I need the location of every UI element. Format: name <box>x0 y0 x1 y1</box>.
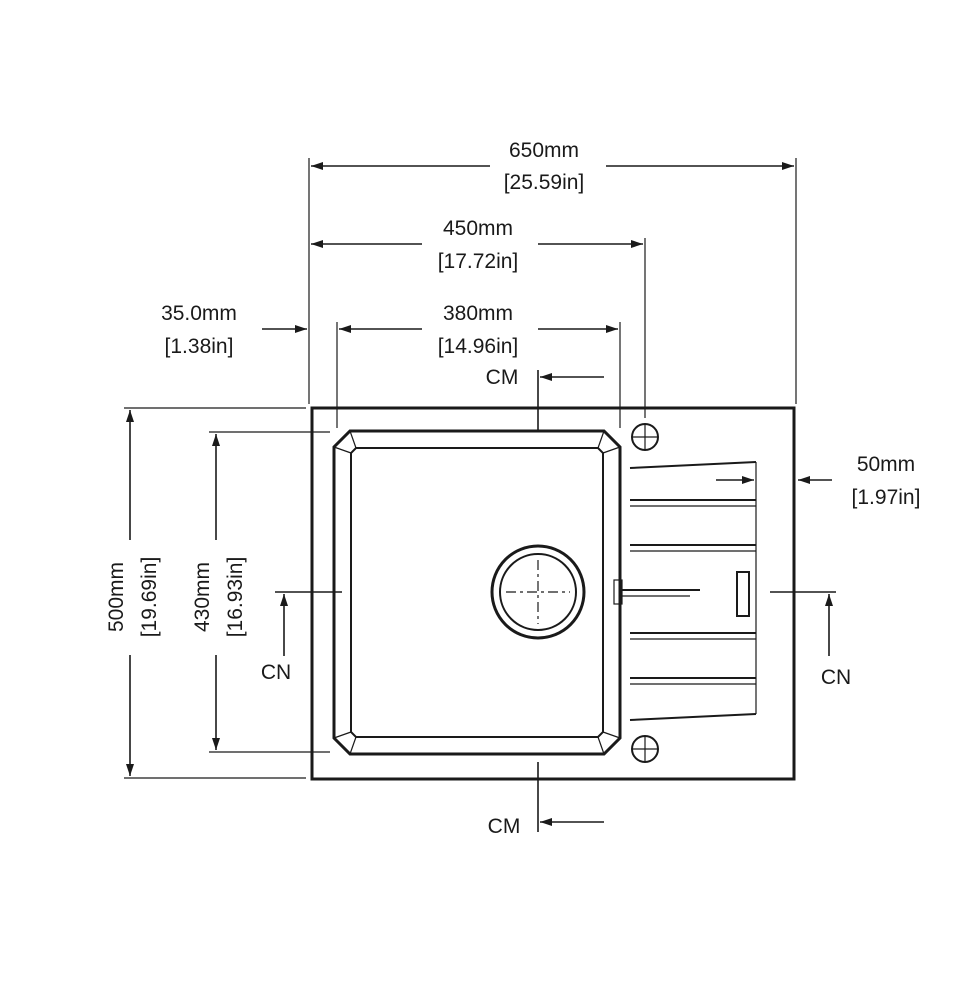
centre-marker-bottom: CM <box>488 762 604 838</box>
tap-hole-bottom-icon <box>631 735 659 763</box>
bowl-outer-edge <box>332 429 622 756</box>
drainer-offset-in: [1.97in] <box>852 486 921 509</box>
bowl-width-mm: 380mm <box>443 302 513 325</box>
dim-bowl-depth: 430mm [16.93in] <box>191 434 247 750</box>
dim-edge-offset: 35.0mm [1.38in] <box>161 302 307 358</box>
drainer-grooves <box>613 461 757 721</box>
bowl-corner-lines <box>333 430 621 755</box>
centre-marker-bottom-label: CM <box>488 815 521 838</box>
edge-offset-mm: 35.0mm <box>161 302 237 325</box>
width-to-drainer-mm: 450mm <box>443 217 513 240</box>
dim-overall-width: 650mm [25.59in] <box>311 139 794 194</box>
centre-marker-left-label: CN <box>261 661 291 684</box>
bowl-inner-edge <box>350 447 604 738</box>
sink-outer-rim <box>310 406 796 781</box>
drain-icon <box>490 544 586 640</box>
sink-body <box>310 406 796 781</box>
overall-width-in: [25.59in] <box>504 171 585 194</box>
dim-drainer-offset: 50mm [1.97in] <box>716 453 920 509</box>
tap-hole-top-icon <box>631 423 659 451</box>
centre-marker-right-label: CN <box>821 666 851 689</box>
overall-depth-in: [19.69in] <box>138 557 161 638</box>
dim-width-to-drainer: 450mm [17.72in] <box>311 217 643 273</box>
centre-marker-top: CM <box>486 366 604 432</box>
drainer-offset-mm: 50mm <box>857 453 915 476</box>
bowl-width-in: [14.96in] <box>438 335 519 358</box>
edge-offset-in: [1.38in] <box>165 335 234 358</box>
centre-marker-right: CN <box>770 591 851 689</box>
extension-lines <box>124 158 797 779</box>
bowl-depth-mm: 430mm <box>191 562 214 632</box>
dim-bowl-width: 380mm [14.96in] <box>339 302 618 358</box>
centre-marker-top-label: CM <box>486 366 519 389</box>
dim-overall-depth: 500mm [19.69in] <box>105 410 161 776</box>
bowl-depth-in: [16.93in] <box>224 557 247 638</box>
centre-marker-left: CN <box>261 591 342 684</box>
overall-width-mm: 650mm <box>509 139 579 162</box>
overall-depth-mm: 500mm <box>105 562 128 632</box>
width-to-drainer-in: [17.72in] <box>438 250 519 273</box>
